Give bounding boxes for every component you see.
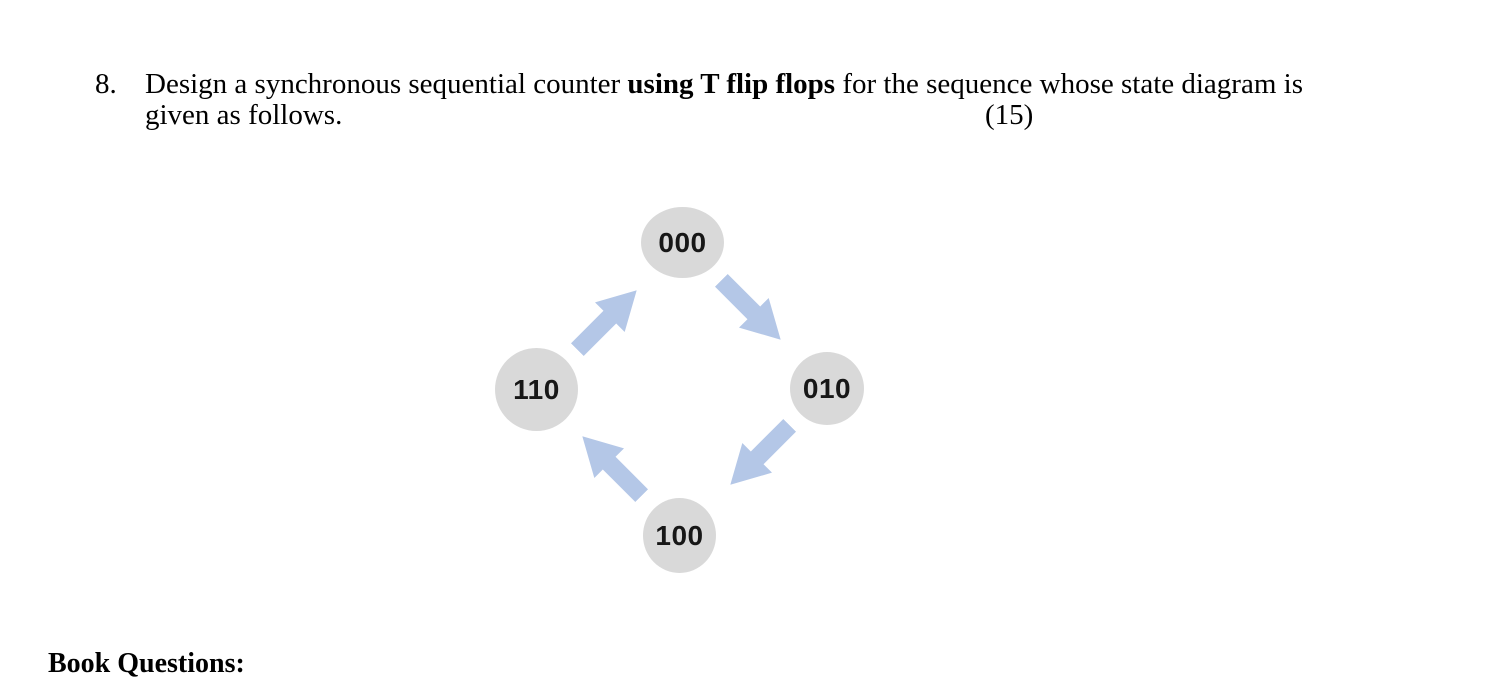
question-text-line2: given as follows. (15) <box>145 100 1345 131</box>
transition-arrow-000-to-010-icon <box>714 273 781 340</box>
question-text-bold-segment: using T flip flops <box>627 68 836 100</box>
question-text-segment: Design a synchronous sequential counter <box>145 68 628 100</box>
block-arrow-shape <box>714 273 781 340</box>
state-label: 110 <box>513 373 560 405</box>
question-text-segment: given as follows. <box>145 99 343 131</box>
transition-arrow-100-to-110-icon <box>582 436 649 503</box>
block-arrow-shape <box>730 418 797 485</box>
state-node-000: 000 <box>641 207 724 278</box>
block-arrow-shape <box>582 436 649 503</box>
block-arrow-shape <box>570 290 637 357</box>
question-text-segment: for the sequence whose state diagram is <box>835 68 1303 100</box>
state-label: 100 <box>655 519 704 551</box>
transition-arrow-110-to-000-icon <box>570 290 637 357</box>
book-questions-heading: Book Questions: <box>48 648 245 679</box>
question-number: 8. <box>95 68 117 100</box>
state-node-010: 010 <box>790 352 864 425</box>
question-text-line1: Design a synchronous sequential counter … <box>145 69 1303 100</box>
state-node-100: 100 <box>643 498 716 573</box>
state-node-110: 110 <box>495 348 578 431</box>
question-marks: (15) <box>985 99 1034 131</box>
state-label: 000 <box>658 226 707 258</box>
state-label: 010 <box>802 372 852 404</box>
transition-arrow-010-to-100-icon <box>730 418 797 485</box>
